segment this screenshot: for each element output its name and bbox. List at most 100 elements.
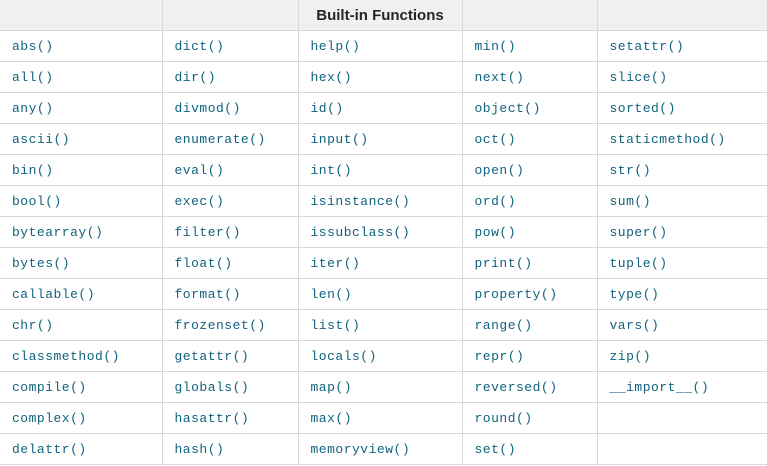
function-link[interactable]: issubclass() <box>310 224 411 240</box>
function-link[interactable]: slice() <box>609 69 668 85</box>
function-link[interactable]: len() <box>310 286 353 302</box>
function-link[interactable]: exec() <box>174 193 225 209</box>
function-cell: pow() <box>461 216 598 248</box>
function-link[interactable]: range() <box>474 317 533 333</box>
function-link[interactable]: reversed() <box>474 379 558 395</box>
function-link[interactable]: frozenset() <box>174 317 266 333</box>
function-link[interactable]: hash() <box>174 441 225 457</box>
function-link[interactable]: object() <box>474 100 541 116</box>
function-link[interactable]: callable() <box>12 286 96 302</box>
function-link[interactable]: next() <box>474 69 525 85</box>
function-link[interactable]: vars() <box>609 317 660 333</box>
function-link[interactable]: locals() <box>310 348 377 364</box>
table-row: classmethod() getattr() locals() repr() zip(… <box>0 340 767 372</box>
function-link[interactable]: format() <box>174 286 241 302</box>
function-link[interactable]: str() <box>609 162 652 178</box>
function-link[interactable]: globals() <box>174 379 250 395</box>
function-link[interactable]: setattr() <box>609 38 685 54</box>
function-link[interactable]: round() <box>474 410 533 426</box>
table-row: bytes() float() iter() print() tuple() <box>0 247 767 279</box>
function-link[interactable]: getattr() <box>174 348 250 364</box>
function-link[interactable]: sum() <box>609 193 652 209</box>
function-link[interactable]: staticmethod() <box>609 131 726 147</box>
function-cell: eval() <box>161 154 299 186</box>
function-link[interactable]: __import__() <box>609 379 710 395</box>
function-link[interactable]: hex() <box>310 69 353 85</box>
function-link[interactable]: min() <box>474 38 517 54</box>
function-link[interactable]: bytes() <box>12 255 71 271</box>
function-link[interactable]: oct() <box>474 131 517 147</box>
function-link[interactable]: id() <box>310 100 344 116</box>
table-row: bytearray() filter() issubclass() pow() supe… <box>0 216 767 248</box>
function-link[interactable]: int() <box>310 162 353 178</box>
function-link[interactable]: delattr() <box>12 441 87 457</box>
function-link[interactable]: iter() <box>310 255 361 271</box>
function-link[interactable]: bin() <box>12 162 54 178</box>
function-link[interactable]: super() <box>609 224 668 240</box>
header-cell-empty-5 <box>596 0 767 31</box>
function-link[interactable]: map() <box>310 379 353 395</box>
function-cell: iter() <box>297 247 463 279</box>
function-link[interactable]: memoryview() <box>310 441 411 457</box>
function-link[interactable]: dict() <box>174 38 225 54</box>
function-link[interactable]: tuple() <box>609 255 668 271</box>
function-cell: globals() <box>161 371 299 403</box>
function-link[interactable]: set() <box>474 441 517 457</box>
function-link[interactable]: divmod() <box>174 100 241 116</box>
empty-cell <box>596 433 767 465</box>
function-cell: frozenset() <box>161 309 299 341</box>
function-link[interactable]: any() <box>12 100 54 116</box>
table-row: any() divmod() id() object() sorted() <box>0 92 767 124</box>
function-link[interactable]: help() <box>310 38 361 54</box>
function-link[interactable]: repr() <box>474 348 525 364</box>
function-link[interactable]: isinstance() <box>310 193 411 209</box>
function-link[interactable]: ascii() <box>12 131 71 147</box>
function-cell: sum() <box>596 185 767 217</box>
function-link[interactable]: pow() <box>474 224 517 240</box>
function-cell: dict() <box>161 30 299 62</box>
function-link[interactable]: bool() <box>12 193 62 209</box>
function-link[interactable]: print() <box>474 255 533 271</box>
function-cell: sorted() <box>596 92 767 124</box>
function-cell: memoryview() <box>297 433 463 465</box>
function-cell: all() <box>0 61 163 93</box>
function-link[interactable]: open() <box>474 162 525 178</box>
function-cell: divmod() <box>161 92 299 124</box>
table-row: bool() exec() isinstance() ord() sum() <box>0 185 767 217</box>
function-link[interactable]: abs() <box>12 38 54 54</box>
function-cell: compile() <box>0 371 163 403</box>
function-link[interactable]: property() <box>474 286 558 302</box>
function-cell: filter() <box>161 216 299 248</box>
function-cell: hasattr() <box>161 402 299 434</box>
function-cell: vars() <box>596 309 767 341</box>
function-link[interactable]: bytearray() <box>12 224 104 240</box>
table-row: all() dir() hex() next() slice() <box>0 61 767 93</box>
function-link[interactable]: classmethod() <box>12 348 120 364</box>
function-link[interactable]: list() <box>310 317 361 333</box>
function-link[interactable]: complex() <box>12 410 87 426</box>
function-link[interactable]: hasattr() <box>174 410 250 426</box>
function-link[interactable]: dir() <box>174 69 217 85</box>
function-link[interactable]: zip() <box>609 348 652 364</box>
function-cell: tuple() <box>596 247 767 279</box>
function-cell: id() <box>297 92 463 124</box>
function-link[interactable]: eval() <box>174 162 225 178</box>
function-link[interactable]: input() <box>310 131 369 147</box>
function-link[interactable]: sorted() <box>609 100 676 116</box>
function-cell: repr() <box>461 340 598 372</box>
function-link[interactable]: filter() <box>174 224 241 240</box>
function-link[interactable]: ord() <box>474 193 517 209</box>
function-cell: len() <box>297 278 463 310</box>
header-cell-empty-2 <box>161 0 299 31</box>
function-link[interactable]: all() <box>12 69 54 85</box>
function-cell: float() <box>161 247 299 279</box>
function-link[interactable]: enumerate() <box>174 131 266 147</box>
function-link[interactable]: chr() <box>12 317 54 333</box>
table-row: callable() format() len() property() type() <box>0 278 767 310</box>
function-link[interactable]: float() <box>174 255 233 271</box>
function-cell: oct() <box>461 123 598 155</box>
function-link[interactable]: compile() <box>12 379 87 395</box>
function-cell: issubclass() <box>297 216 463 248</box>
function-link[interactable]: max() <box>310 410 353 426</box>
function-link[interactable]: type() <box>609 286 660 302</box>
